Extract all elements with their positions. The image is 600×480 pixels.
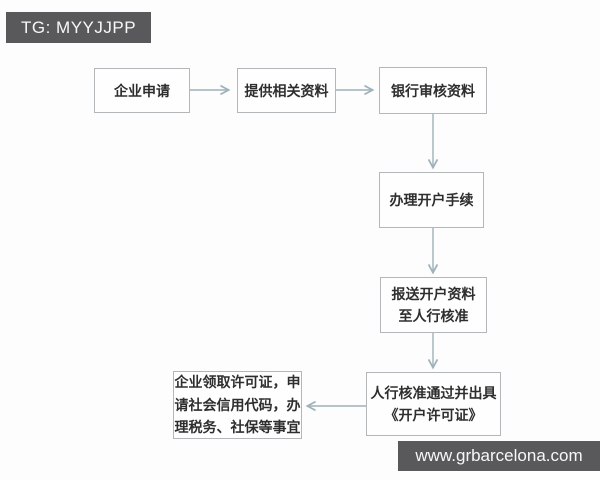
node-line: 提供相关资料: [244, 82, 329, 99]
website-watermark: www.grbarcelona.com: [398, 441, 600, 471]
node-line: 人行核准通过并出具: [370, 385, 497, 401]
node-license-followup: 企业领取许可证，申 请社会信用代码，办 理税务、社保等事宜: [173, 371, 302, 439]
node-line: 企业申请: [114, 82, 170, 99]
node-line: 报送开户资料: [391, 286, 476, 302]
node-line: 至人行核准: [398, 308, 469, 324]
node-line: 《开户许可证》: [384, 407, 483, 423]
node-bank-review: 银行审核资料: [379, 67, 487, 114]
telegram-handle-badge: TG: MYYJJPP: [6, 12, 152, 43]
node-submit-to-pboc: 报送开户资料 至人行核准: [380, 277, 487, 333]
node-line: 银行审核资料: [391, 82, 475, 99]
node-line: 理税务、社保等事宜: [174, 419, 301, 436]
node-provide-materials: 提供相关资料: [237, 68, 336, 113]
node-line: 企业领取许可证，申: [174, 374, 301, 391]
node-line: 办理开户手续: [389, 192, 474, 208]
node-account-opening-procedures: 办理开户手续: [379, 172, 484, 228]
node-enterprise-application: 企业申请: [94, 68, 190, 113]
node-pboc-approval-license: 人行核准通过并出具 《开户许可证》: [366, 372, 501, 436]
node-line: 请社会信用代码，办: [174, 396, 301, 413]
